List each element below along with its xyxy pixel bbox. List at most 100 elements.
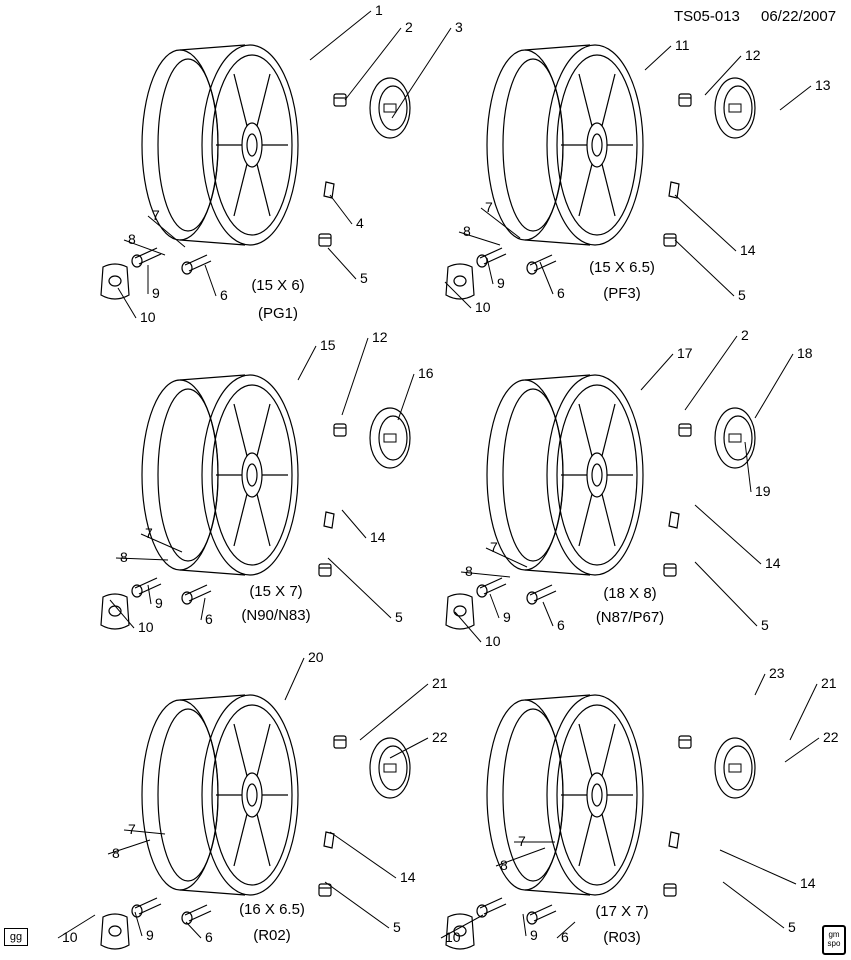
- callout-number: 15: [320, 337, 336, 353]
- center-cap-icon: [369, 77, 411, 139]
- wheel-icon: [486, 374, 644, 576]
- callout-number: 8: [500, 857, 508, 873]
- callout-number: 12: [372, 329, 388, 345]
- wheel-icon: [141, 374, 299, 576]
- center-cap-icon: [714, 77, 756, 139]
- leader-line: [327, 557, 392, 619]
- callout-number: 10: [485, 633, 501, 649]
- lug-nut-icon: [678, 93, 692, 107]
- valve-stem-icon: [476, 247, 507, 268]
- callout-number: 21: [432, 675, 448, 691]
- callout-number: 12: [745, 47, 761, 63]
- tpms-sensor-icon: [100, 263, 130, 300]
- callout-number: 9: [152, 285, 160, 301]
- center-cap-icon: [369, 407, 411, 469]
- gm-spo-logo-icon: gm spo: [822, 925, 846, 955]
- callout-number: 2: [741, 327, 749, 343]
- callout-number: 8: [112, 845, 120, 861]
- leader-line: [123, 829, 166, 835]
- wheel-size-label: (15 X 6): [251, 277, 304, 294]
- callout-number: 3: [455, 19, 463, 35]
- tpms-sensor-icon: [445, 593, 475, 630]
- callout-number: 14: [765, 555, 781, 571]
- leader-line: [458, 231, 501, 246]
- callout-number: 2: [405, 19, 413, 35]
- lug-nut-icon: [663, 233, 677, 247]
- leader-line: [454, 611, 482, 643]
- center-cap-icon: [369, 737, 411, 799]
- leader-line: [489, 593, 500, 619]
- leader-line: [542, 601, 554, 627]
- valve-stem-icon: [131, 247, 162, 268]
- leader-line: [640, 353, 674, 391]
- lug-nut-icon: [333, 423, 347, 437]
- callout-number: 10: [475, 299, 491, 315]
- callout-number: 13: [815, 77, 831, 93]
- callout-number: 14: [370, 529, 386, 545]
- tpms-sensor-icon: [445, 263, 475, 300]
- balance-weight-icon: [668, 181, 680, 199]
- leader-line: [389, 737, 429, 759]
- wheel-size-label: (16 X 6.5): [239, 901, 305, 918]
- callout-number: 5: [395, 609, 403, 625]
- callout-number: 6: [220, 287, 228, 303]
- callout-number: 10: [138, 619, 154, 635]
- callout-number: 11: [675, 37, 690, 53]
- leader-line: [674, 194, 737, 252]
- wheel-icon: [486, 44, 644, 246]
- callout-number: 23: [769, 665, 785, 681]
- callout-number: 22: [432, 729, 448, 745]
- leader-line: [694, 504, 762, 565]
- valve-stem-icon: [181, 584, 212, 605]
- leader-line: [784, 737, 820, 763]
- callout-number: 6: [205, 929, 213, 945]
- wheel-size-label: (17 X 7): [595, 903, 648, 920]
- callout-number: 6: [561, 929, 569, 945]
- leader-line: [359, 683, 429, 741]
- callout-number: 8: [465, 563, 473, 579]
- lug-nut-icon: [318, 563, 332, 577]
- leader-line: [107, 839, 151, 855]
- tpms-sensor-icon: [100, 593, 130, 630]
- lug-nut-icon: [678, 735, 692, 749]
- balance-weight-icon: [668, 831, 680, 849]
- callout-number: 7: [485, 199, 493, 215]
- callout-number: 16: [418, 365, 434, 381]
- wheel-size-label: (15 X 7): [249, 583, 302, 600]
- leader-line: [391, 27, 452, 119]
- leader-line: [444, 281, 472, 309]
- leader-line: [789, 683, 818, 741]
- callout-number: 10: [62, 929, 78, 945]
- callout-number: 7: [490, 539, 498, 555]
- callout-number: 5: [360, 270, 368, 286]
- leader-line: [344, 27, 402, 101]
- center-cap-icon: [714, 737, 756, 799]
- valve-stem-icon: [526, 904, 557, 925]
- callout-number: 10: [445, 929, 461, 945]
- leader-line: [440, 914, 484, 939]
- leader-line: [704, 55, 742, 96]
- callout-number: 7: [518, 833, 526, 849]
- leader-line: [744, 441, 752, 493]
- leader-line: [460, 571, 511, 578]
- balance-weight-icon: [323, 511, 335, 529]
- diagram-date: 06/22/2007: [761, 8, 837, 25]
- leader-line: [134, 911, 143, 937]
- callout-number: 7: [145, 525, 153, 541]
- callout-number: 1: [375, 2, 383, 18]
- leader-line: [495, 847, 546, 867]
- callout-number: 21: [821, 675, 837, 691]
- wheel-icon: [141, 44, 299, 246]
- callout-number: 9: [503, 609, 511, 625]
- callout-number: 19: [755, 483, 771, 499]
- leader-line: [204, 264, 217, 297]
- leader-line: [779, 85, 812, 111]
- leader-line: [556, 921, 576, 939]
- lug-nut-icon: [318, 233, 332, 247]
- leader-line: [674, 239, 735, 297]
- callout-number: 8: [128, 231, 136, 247]
- callout-number: 9: [530, 927, 538, 943]
